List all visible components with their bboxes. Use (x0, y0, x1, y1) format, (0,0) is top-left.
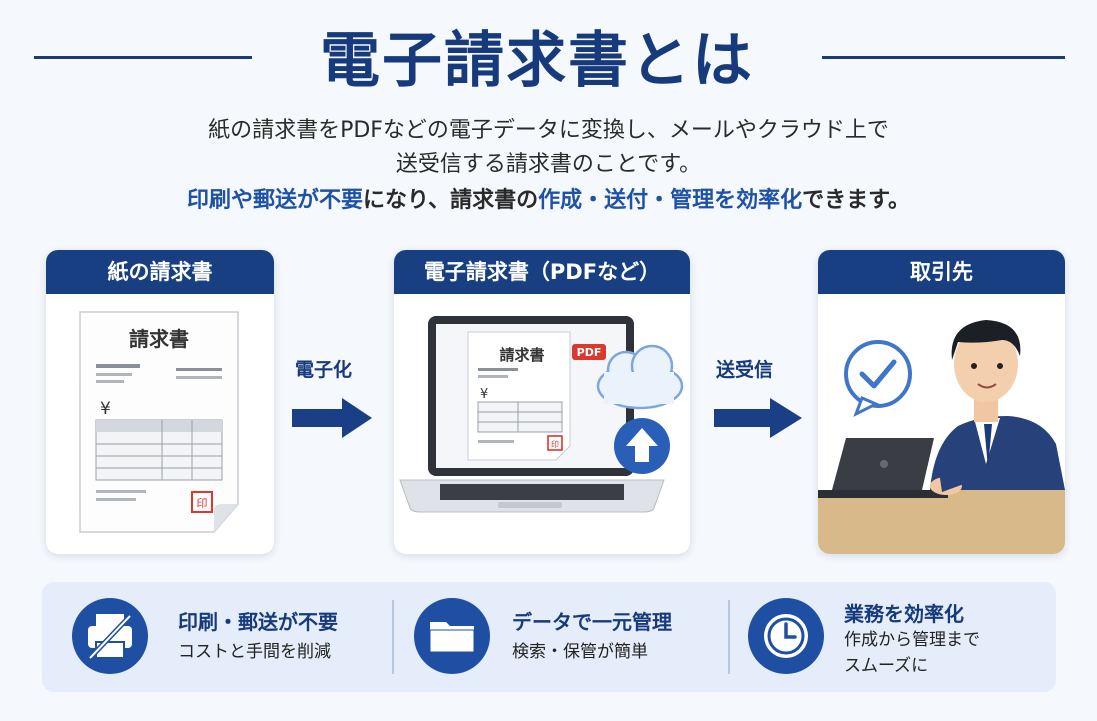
title-rule-right (822, 56, 1065, 59)
clock-icon (748, 598, 824, 674)
feature-divider (392, 600, 394, 674)
printer-crossed-icon (72, 598, 148, 674)
description-highlight-2: 作成・送付・管理を効率化 (538, 188, 803, 213)
laptop-pdf-illustration: 請求書 PDF ¥ 印 (399, 316, 684, 513)
feature-sub-efficiency-1: 作成から管理まで (844, 630, 980, 650)
description-line-1: 紙の請求書をPDFなどの電子データに変換し、メールやクラウド上で (208, 118, 889, 143)
cloud-icon (596, 344, 684, 410)
description-line-2: 送受信する請求書のことです。 (395, 152, 702, 177)
feature-divider (728, 600, 730, 674)
arrow-label-transmit: 送受信 (716, 359, 774, 381)
paper-stamp: 印 (197, 497, 208, 510)
pdf-badge: PDF (577, 346, 602, 359)
feature-no-print: 印刷・郵送が不要 コストと手間を削減 (72, 582, 382, 692)
paper-doc-title: 請求書 (129, 327, 189, 351)
electronic-doc-title: 請求書 (499, 346, 544, 364)
feature-title-efficiency: 業務を効率化 (844, 602, 964, 626)
paper-invoice-illustration: 請求書 ¥ 印 (79, 311, 239, 533)
upload-icon (614, 418, 670, 474)
description-highlight-1: 印刷や郵送が不要 (187, 188, 364, 213)
card-header-paper: 紙の請求書 (46, 250, 274, 294)
feature-unified-data: データで一元管理 検索・保管が簡単 (414, 582, 724, 692)
description-text-1: になり、請求書の (363, 188, 539, 213)
paper-yen-sign: ¥ (100, 399, 111, 419)
feature-efficiency: 業務を効率化 作成から管理まで スムーズに (748, 582, 1048, 692)
feature-title-no-print: 印刷・郵送が不要 (178, 610, 338, 634)
electronic-yen-sign: ¥ (480, 387, 488, 402)
feature-title-unified: データで一元管理 (512, 610, 672, 634)
card-header-electronic: 電子請求書（PDFなど） (394, 250, 690, 294)
arrow-right-icon (292, 398, 372, 438)
title-rule-left (34, 56, 252, 59)
page-title: 電子請求書とは (320, 26, 754, 96)
feature-sub-efficiency-2: スムーズに (844, 656, 929, 676)
description-text-2: できます。 (802, 188, 910, 213)
arrow-label-digitize: 電子化 (295, 359, 353, 381)
card-electronic-invoice: 電子請求書（PDFなど） 請求書 PDF ¥ 印 (394, 250, 690, 554)
arrow-right-icon (714, 398, 802, 438)
electronic-stamp: 印 (551, 440, 559, 449)
title-row: 電子請求書とは (0, 8, 1097, 96)
card-paper-invoice: 紙の請求書 請求書 ¥ 印 (46, 250, 274, 554)
card-header-partner: 取引先 (818, 250, 1065, 294)
description-line-3: 印刷や郵送が不要になり、請求書の作成・送付・管理を効率化できます。 (0, 182, 1097, 214)
feature-sub-unified: 検索・保管が簡単 (512, 642, 648, 662)
folder-icon (414, 598, 490, 674)
feature-sub-no-print: コストと手間を削減 (178, 642, 331, 662)
features-band: 印刷・郵送が不要 コストと手間を削減 データで一元管理 検索・保管が簡単 業務を… (42, 582, 1056, 692)
partner-person-illustration (818, 320, 1065, 554)
card-partner: 取引先 (818, 250, 1065, 554)
